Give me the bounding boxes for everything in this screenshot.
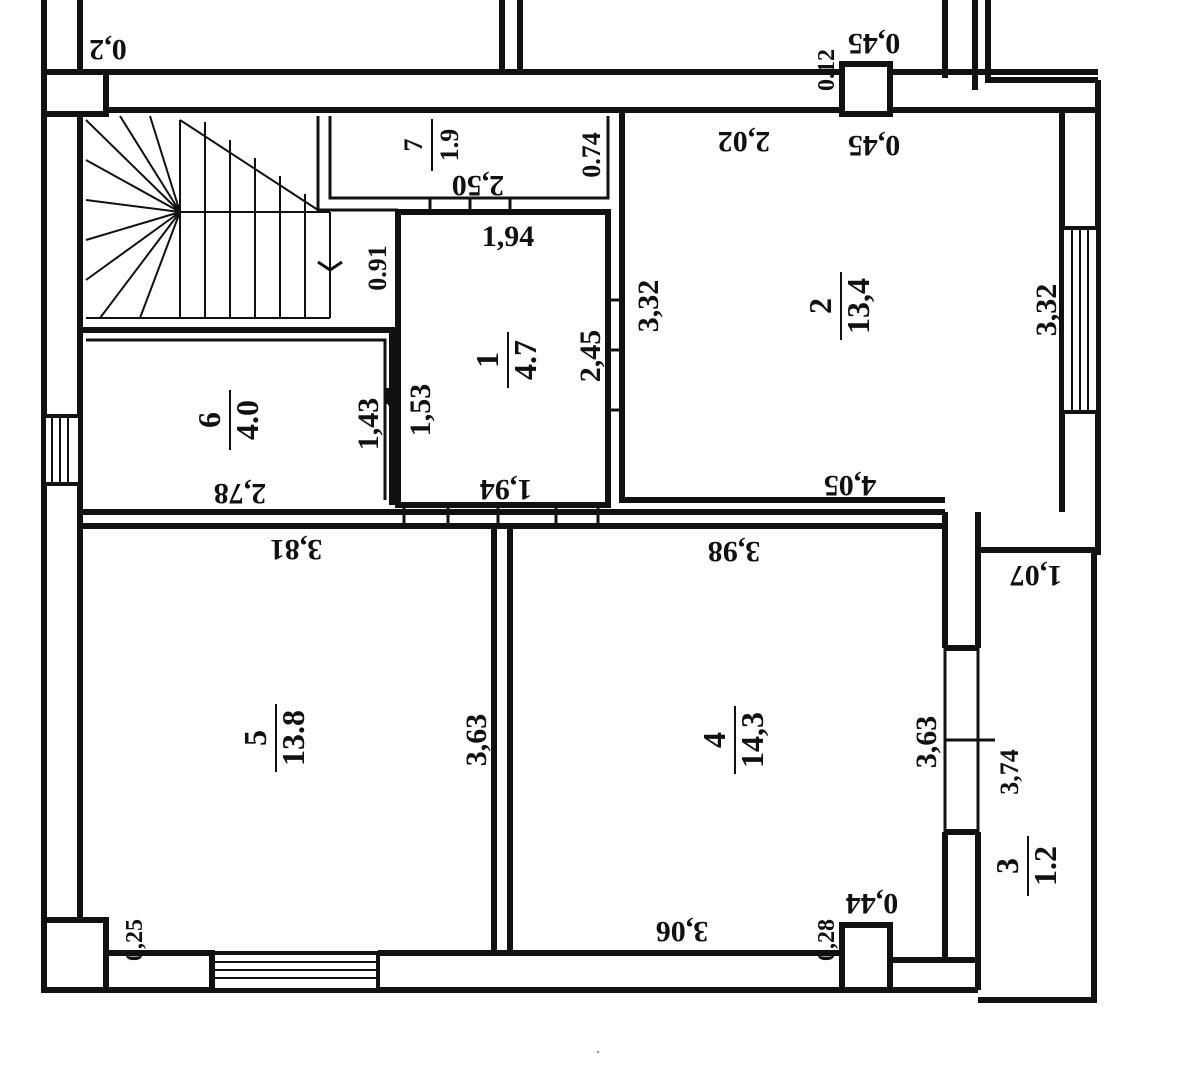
partition-corridor xyxy=(80,509,945,529)
column-bottom-right xyxy=(839,922,893,993)
scan-speck xyxy=(596,1050,600,1054)
walls xyxy=(41,0,1101,1003)
wall-top xyxy=(44,69,1098,113)
room-area-6: 4.0 xyxy=(229,400,265,440)
dim-room6-bottom: 2,78 xyxy=(214,477,267,510)
dim-room1-bottom: 1,94 xyxy=(480,473,533,506)
dim-room4-right: 3,63 xyxy=(910,716,943,769)
room-7-label: 7 1.9 xyxy=(399,119,464,171)
wall-balcony xyxy=(978,547,1097,1003)
room-number-2: 2 xyxy=(802,298,838,314)
dim-bottom-column-upper: 0,44 xyxy=(846,887,899,920)
wall-top-fragment-left xyxy=(41,0,83,72)
dim-room4-top: 3,98 xyxy=(708,535,761,568)
column-top-right xyxy=(839,61,893,117)
room-4-label: 4 14,3 xyxy=(696,706,770,774)
wall-top-fragment-mid xyxy=(499,0,523,72)
dim-room6-right: 1,43 xyxy=(352,398,385,451)
dim-room2-top: 2,02 xyxy=(718,125,771,158)
partition-room6-inner xyxy=(86,338,387,500)
room-number-1: 1 xyxy=(469,352,505,368)
room-number-7: 7 xyxy=(399,139,428,152)
room-5-label: 5 13.8 xyxy=(237,704,311,772)
dim-room5-top: 3,81 xyxy=(270,533,323,566)
dim-room3-left: 3,74 xyxy=(995,749,1024,795)
dim-room5-right: 3,63 xyxy=(460,714,493,767)
room-area-2: 13,4 xyxy=(840,278,876,334)
dim-room1-right: 2,45 xyxy=(574,330,607,383)
door-ticks xyxy=(386,198,995,742)
column-bottom-left xyxy=(41,917,109,993)
dim-room2-right: 3,32 xyxy=(1030,284,1063,337)
room-1-label: 1 4.7 xyxy=(469,332,543,388)
column-bottom-left-small xyxy=(103,950,215,993)
room-3-label: 3 1.2 xyxy=(989,836,1063,896)
room-area-4: 14,3 xyxy=(734,712,770,768)
room-number-5: 5 xyxy=(237,730,273,746)
left-window xyxy=(42,414,82,486)
dim-bottom-column-side: 0,28 xyxy=(814,919,840,961)
dim-bottom-left-column: 0,25 xyxy=(122,919,148,961)
bottom-window xyxy=(210,951,380,992)
room-number-6: 6 xyxy=(191,412,227,428)
dim-room2-left: 3,32 xyxy=(632,280,665,333)
staircase xyxy=(85,115,343,319)
dim-room4-bottom: 3,06 xyxy=(656,915,709,948)
wall-top-fragment-right xyxy=(942,0,1098,90)
right-window xyxy=(1060,226,1100,414)
room-area-7: 1.9 xyxy=(435,129,464,162)
room-labels: 1 4.7 2 13,4 3 1.2 4 14,3 5 13.8 6 4.0 xyxy=(191,119,1063,896)
dim-stair-right: 0.91 xyxy=(363,245,392,291)
dim-room1-left-outer: 1,53 xyxy=(404,384,437,437)
dim-top-column-upper: 0,45 xyxy=(848,27,901,60)
partition-room2 xyxy=(619,110,945,503)
dim-top-column-lower: 0,45 xyxy=(848,129,901,162)
columns xyxy=(41,61,893,993)
partition-room1 xyxy=(395,209,611,508)
room-2-label: 2 13,4 xyxy=(802,272,876,340)
room-area-1: 4.7 xyxy=(507,340,543,380)
dim-top-wall-corner: 0,2 xyxy=(89,33,127,66)
room-area-3: 1.2 xyxy=(1027,846,1063,886)
partition-rooms-4-5 xyxy=(491,526,513,953)
dim-top-column-side: 0.12 xyxy=(814,49,840,91)
room-number-3: 3 xyxy=(989,858,1025,874)
dim-room3-top: 1,07 xyxy=(1010,559,1063,592)
room-number-4: 4 xyxy=(696,732,732,748)
wall-room4-right xyxy=(942,512,981,990)
column-top-left xyxy=(41,69,109,117)
room-6-label: 6 4.0 xyxy=(191,390,265,450)
dimension-labels: 0,2 0,45 0,45 2,02 2,50 1,94 4,05 2,78 3… xyxy=(89,27,1063,961)
wall-left xyxy=(41,72,83,990)
dim-room7-bottom: 2,50 xyxy=(452,169,505,202)
room-area-5: 13.8 xyxy=(275,710,311,766)
dim-room7-right: 0.74 xyxy=(577,132,606,178)
dim-room2-bottom: 4,05 xyxy=(824,469,877,502)
partition-room6-top xyxy=(80,327,395,505)
dim-room1-top: 1,94 xyxy=(482,220,535,253)
